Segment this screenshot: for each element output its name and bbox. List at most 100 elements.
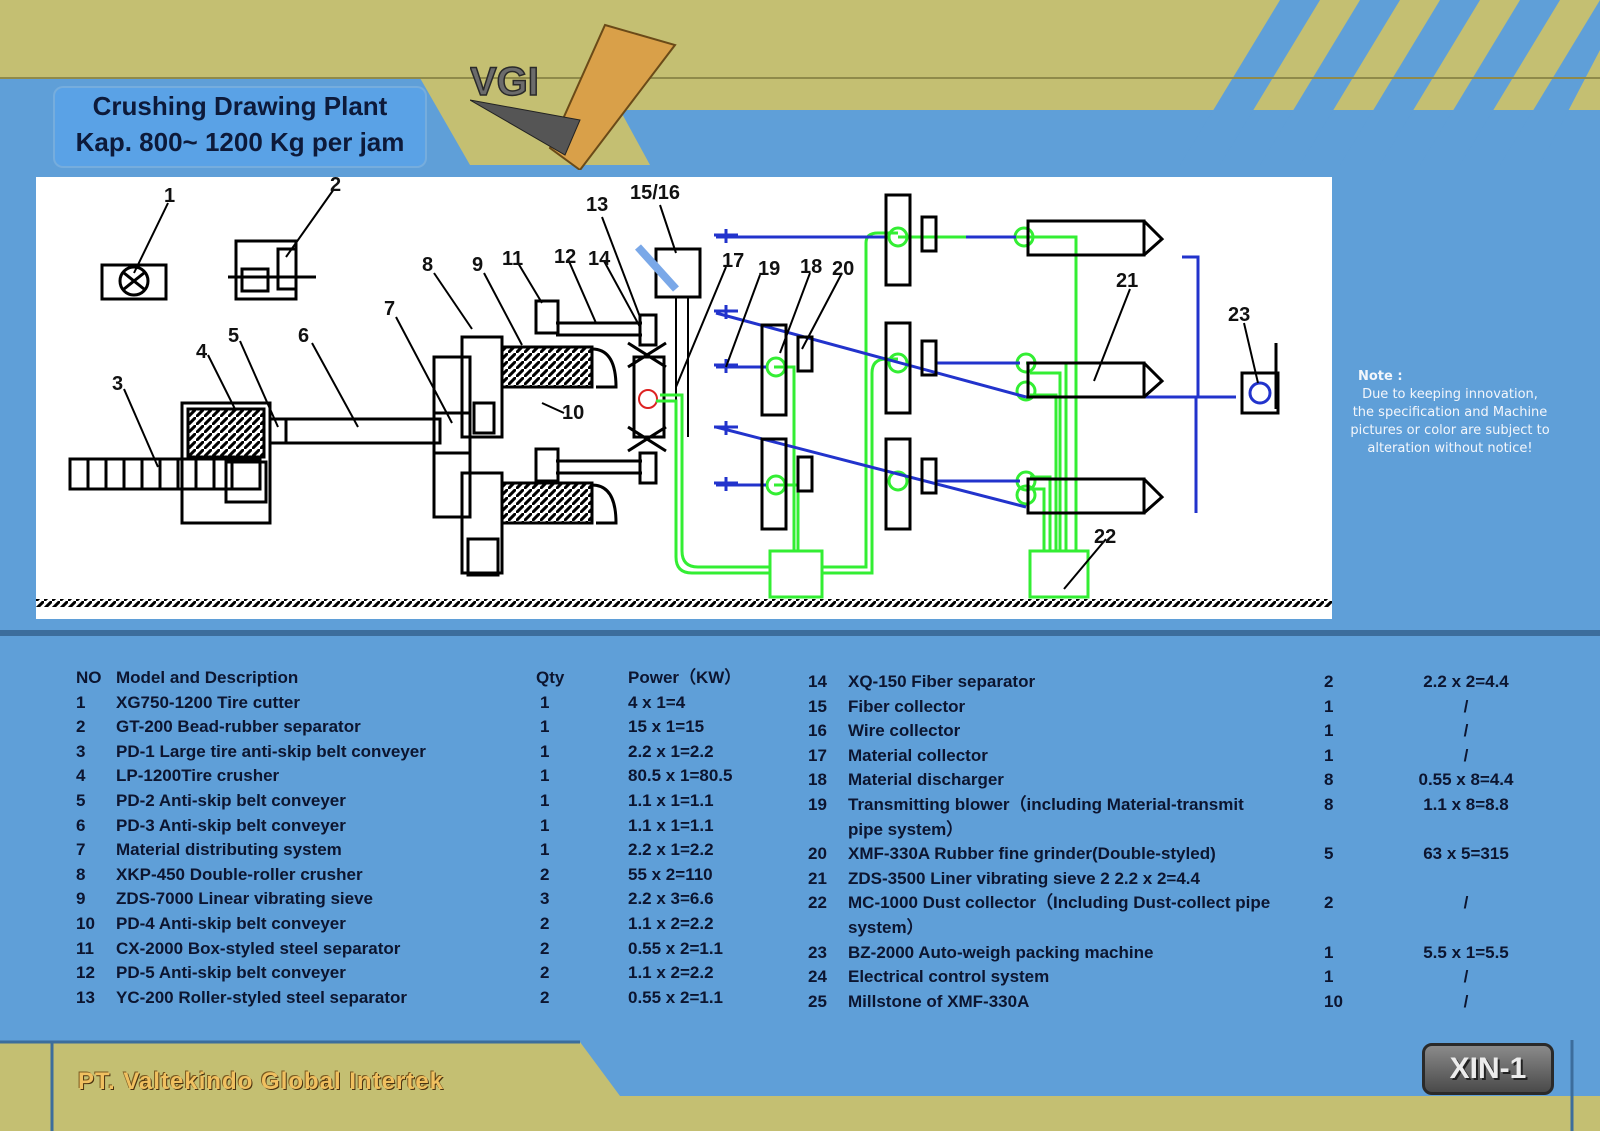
blower-pipes xyxy=(714,229,1236,513)
model-cell: ZDS-7000 Linear vibrating sieve xyxy=(116,889,373,909)
qty-cell: 1 xyxy=(1324,967,1334,987)
title-box: Crushing Drawing Plant Kap. 800~ 1200 Kg… xyxy=(55,88,425,166)
model-cell: PD-1 Large tire anti-skip belt conveyer xyxy=(116,741,426,761)
qty-cell: 2 xyxy=(1324,893,1334,913)
no-cell: 15 xyxy=(808,696,827,716)
no-cell: 12 xyxy=(76,963,95,983)
no-cell: 5 xyxy=(76,791,86,810)
tire-crusher xyxy=(180,401,272,525)
steel-separators xyxy=(534,299,658,485)
model-cell: BZ-2000 Auto-weigh packing machine xyxy=(848,942,1154,962)
label-12: 12 xyxy=(554,246,576,268)
model-cell: Millstone of XMF-330A xyxy=(848,991,1030,1011)
model-badge: XIN-1 xyxy=(1422,1043,1554,1095)
title-line-2: Kap. 800~ 1200 Kg per jam xyxy=(75,127,405,157)
label-18: 18 xyxy=(800,256,822,278)
power-cell: 1.1 x 2=2.2 xyxy=(628,963,714,983)
model-cell: Transmitting blower（including Material-t… xyxy=(848,795,1244,814)
model-cell: XMF-330A Rubber fine grinder(Double-styl… xyxy=(848,844,1216,864)
label-2: 2 xyxy=(330,177,341,196)
model-cell: Electrical control system xyxy=(848,967,1050,987)
model-cell: Material distributing system xyxy=(116,840,342,860)
note-title: Note : xyxy=(1358,369,1403,384)
belt-conveyer-6 xyxy=(268,417,442,445)
model-cell: LP-1200Tire crusher xyxy=(116,766,280,786)
label-11: 11 xyxy=(502,248,523,270)
equipment-table-left: NO Model and Description Qty Power（KW） 1… xyxy=(76,666,796,1011)
power-cell: / xyxy=(1463,696,1469,716)
fiber-separator xyxy=(627,341,667,453)
power-cell: 1.1 x 1=1.1 xyxy=(628,815,714,835)
power-cell: / xyxy=(1463,893,1469,913)
power-cell: 15 x 1=15 xyxy=(628,717,705,737)
model-cell: XG750-1200 Tire cutter xyxy=(116,692,300,712)
rubber-fine-grinders xyxy=(760,193,938,531)
power-cell: 55 x 2=110 xyxy=(628,864,713,884)
qty-cell: 2 xyxy=(540,914,550,933)
power-cell: 1.1 x 1=1.1 xyxy=(628,791,714,810)
power-cell: / xyxy=(1463,721,1469,741)
no-cell: 13 xyxy=(76,987,95,1007)
label-10: 10 xyxy=(562,402,584,424)
qty-cell: 1 xyxy=(1324,696,1334,716)
title-line-1: Crushing Drawing Plant xyxy=(92,91,388,121)
power-cell: / xyxy=(1463,991,1469,1011)
model-cell: Fiber collector xyxy=(848,696,966,716)
no-cell: 11 xyxy=(76,938,94,958)
liner-vibrating-sieves xyxy=(1026,219,1165,515)
label-3: 3 xyxy=(112,373,123,395)
model-cell: PD-4 Anti-skip belt conveyer xyxy=(116,914,346,933)
label-8: 8 xyxy=(422,254,433,276)
power-cell: 0.55 x 2=1.1 xyxy=(628,938,724,958)
qty-cell: 1 xyxy=(540,791,550,810)
leader-lines xyxy=(123,188,1259,590)
qty-cell: 1 xyxy=(540,815,550,835)
no-cell: 18 xyxy=(808,770,827,790)
model-cell: CX-2000 Box-styled steel separator xyxy=(116,938,401,958)
no-cell: 7 xyxy=(76,840,86,860)
label-19: 19 xyxy=(758,258,780,280)
power-cell: 80.5 x 1=80.5 xyxy=(628,766,733,786)
qty-cell: 1 xyxy=(540,840,550,860)
no-cell: 4 xyxy=(76,766,86,786)
header-model: Model and Description xyxy=(116,668,299,687)
no-cell: 21 xyxy=(808,868,827,888)
label-17: 17 xyxy=(722,250,744,272)
table-header: NO Model and Description Qty Power（KW） xyxy=(76,666,796,690)
company-name: PT. Valtekindo Global Intertek xyxy=(78,1068,445,1095)
label-7: 7 xyxy=(384,298,395,320)
qty-cell: 2 xyxy=(540,864,550,884)
section-divider xyxy=(0,630,1600,636)
model-cell: ZDS-3500 Liner vibrating sieve 2 2.2 x 2… xyxy=(848,868,1200,888)
model-cell: Material collector xyxy=(848,745,988,765)
table-row: 21 ZDS-3500 Liner vibrating sieve 2 2.2 x… xyxy=(808,867,1578,891)
label-1: 1 xyxy=(164,185,175,207)
no-cell: 6 xyxy=(76,815,86,835)
vgi-logo: VGI xyxy=(469,20,690,172)
no-cell: 1 xyxy=(76,692,86,712)
header-qty: Qty xyxy=(536,668,565,687)
badge-text: XIN-1 xyxy=(1449,1052,1527,1085)
label-9: 9 xyxy=(472,254,483,276)
packing-machine xyxy=(1240,343,1280,415)
model-cell: XQ-150 Fiber separator xyxy=(848,672,1036,691)
qty-cell: 1 xyxy=(540,766,550,786)
power-cell: 5.5 x 1=5.5 xyxy=(1423,942,1509,962)
power-cell: 2.2 x 1=2.2 xyxy=(628,840,714,860)
label-21: 21 xyxy=(1116,270,1138,292)
